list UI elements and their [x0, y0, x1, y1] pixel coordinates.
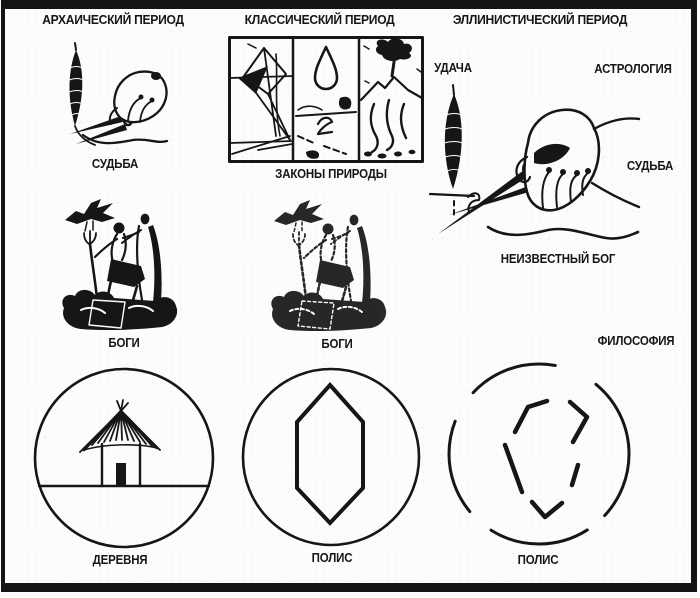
label-gods-1: БОГИ [108, 336, 140, 350]
nature-laws-triptych-icon [228, 36, 424, 163]
label-astrology: АСТРОЛОГИЯ [594, 62, 672, 76]
header-archaic-period: АРХАИЧЕСКИЙ ПЕРИОД [42, 12, 184, 27]
label-gods-2: БОГИ [321, 337, 353, 351]
header-hellenistic-period: ЭЛЛИНИСТИЧЕСКИЙ ПЕРИОД [452, 12, 628, 27]
label-polis-3: ПОЛИС [517, 553, 559, 567]
label-unknown-god: НЕИЗВЕСТНЫЙ БОГ [500, 252, 616, 266]
fate-scissors-icon [68, 42, 169, 146]
label-philosophy: ФИЛОСОФИЯ [597, 334, 675, 348]
polis-broken-circle-icon [447, 362, 631, 546]
label-fate-1: СУДЬБА [91, 157, 139, 171]
fate-scissors-cut-icon [428, 84, 641, 240]
gods-fading-sketch-icon [270, 198, 388, 333]
label-polis-2: ПОЛИС [311, 551, 353, 565]
polis-circle-icon [241, 367, 421, 547]
header-classical-period: КЛАССИЧЕСКИЙ ПЕРИОД [244, 12, 395, 27]
label-luck: УДАЧА [434, 61, 472, 75]
label-village: ДЕРЕВНЯ [92, 553, 148, 567]
label-nature-laws: ЗАКОНЫ ПРИРОДЫ [275, 167, 387, 181]
gods-engraving-icon [61, 197, 179, 332]
village-circle-icon [33, 367, 215, 549]
label-fate-3: СУДЬБА [626, 159, 674, 173]
